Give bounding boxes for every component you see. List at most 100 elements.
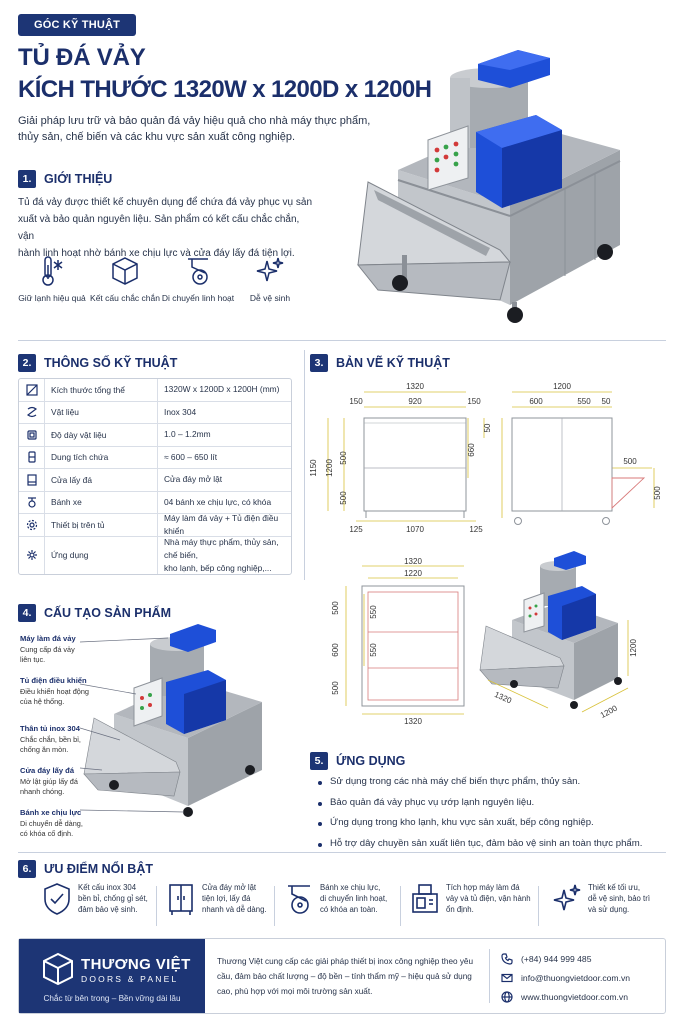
dim-label: 500 [331, 681, 340, 695]
callout-title: Cửa đáy lấy đá [20, 766, 75, 775]
advantage-item: Tích hợp máy làm đá vảy và tủ điện, vận h… [410, 882, 531, 916]
callout-control-panel: Tủ điện điều khiển Điều khiển hoạt động … [20, 676, 115, 707]
callout-title: Máy làm đá vảy [20, 634, 76, 643]
page-title: TỦ ĐÁ VẢY [18, 44, 146, 71]
spec-key: Thiết bị trên tủ [45, 514, 158, 536]
lead-line: Giải pháp lưu trữ và bảo quản đá vảy hiệ… [18, 115, 371, 127]
application-list: Sử dụng trong các nhà máy chế biến thực … [318, 776, 668, 858]
dim-label: 1320 [493, 690, 513, 706]
section-heading: CẤU TẠO SẢN PHẨM [44, 606, 172, 620]
hero-product-image [356, 50, 621, 323]
advantage-text: ổn định. [446, 905, 474, 914]
sparkle-icon [256, 257, 284, 282]
spec-key: Kích thước tổng thể [45, 379, 158, 401]
spec-value-line: kho lạnh, bếp công nghiệp,... [164, 562, 272, 573]
spec-value: Nhà máy thực phẩm, thủy sản, chế biến, k… [158, 537, 291, 574]
material-icon [26, 407, 37, 418]
callout-text: có khóa cố định. [20, 829, 74, 838]
callout-bottom-door: Cửa đáy lấy đá Mở lật giúp lấy đá nhanh … [20, 766, 115, 797]
spec-value: 1320W x 1200D x 1200H (mm) [164, 384, 280, 395]
footer: THƯƠNG VIỆT DOORS & PANEL Chắc từ bên tr… [18, 938, 666, 1014]
callout-text: Cung cấp đá vảy [20, 645, 75, 654]
dim-label: 500 [653, 486, 662, 500]
intro-line: hành linh hoạt nhờ bánh xe chịu lực và c… [18, 248, 295, 259]
spec-key: Vật liệu [45, 401, 158, 423]
spec-row: Cửa lấy đá Cửa đáy mở lật [19, 469, 291, 492]
application-icon [26, 550, 37, 560]
section-specs-title: 2. THÔNG SỐ KỸ THUẬT [18, 354, 177, 372]
email-icon [501, 973, 513, 983]
front-view-drawing: 1320 150 920 150 1150 1200 500 500 660 5… [309, 382, 492, 534]
divider [18, 852, 666, 853]
box-structure-icon [112, 257, 138, 285]
application-item: Hỗ trợ dây chuyền sản xuất liên tục, đảm… [318, 838, 668, 859]
callout-text: Chắc chắn, bền bỉ, [20, 735, 81, 744]
dim-label: 550 [369, 643, 378, 657]
feature-label: Di chuyển linh hoạt [161, 293, 235, 303]
website-url: www.thuongvietdoor.com.vn [521, 992, 629, 1002]
section-number: 1. [18, 170, 36, 188]
advantage-text: nhanh và dễ dàng. [202, 905, 267, 914]
advantage-text: di chuyển linh hoạt, [320, 894, 388, 903]
section-heading: THÔNG SỐ KỸ THUẬT [44, 356, 178, 370]
email-address: info@thuongvietdoor.com.vn [521, 973, 631, 983]
spec-row: Ứng dụng Nhà máy thực phẩm, thủy sản, ch… [19, 536, 291, 574]
dim-label: 1320 [404, 717, 422, 726]
about-line: Thương Việt cung cấp các giải pháp thiết… [217, 957, 474, 966]
capacity-icon [27, 451, 36, 463]
dim-label: 125 [469, 525, 483, 534]
contact-website[interactable]: www.thuongvietdoor.com.vn [501, 991, 628, 1003]
spec-row: Thiết bị trên tủ Máy làm đá vảy + Tủ điệ… [19, 513, 291, 537]
machine-icon [412, 884, 438, 913]
advantage-text: Thiết kế tối ưu, [588, 883, 641, 892]
spec-key: Dung tích chứa [45, 446, 158, 468]
company-about: Thương Việt cung cấp các giải pháp thiết… [217, 954, 481, 999]
advantage-item: Cửa đáy mở lật tiện lợi, lấy đá nhanh và d… [166, 882, 267, 916]
advantage-text: đảm bảo vệ sinh. [78, 905, 138, 914]
brand-sub: DOORS & PANEL [81, 974, 179, 984]
callout-title: Bánh xe chịu lực [20, 808, 82, 817]
dim-label: 150 [349, 397, 363, 406]
advantage-text: Bánh xe chịu lực, [320, 883, 381, 892]
section-number: 5. [310, 752, 328, 770]
dim-label: 550 [577, 397, 591, 406]
section-application-title: 5. ỨNG DỤNG [310, 752, 405, 770]
dim-label: 125 [349, 525, 363, 534]
feature-item: Giữ lạnh hiệu quả [12, 255, 92, 303]
contact-email[interactable]: info@thuongvietdoor.com.vn [501, 972, 630, 984]
phone-number: (+84) 944 999 485 [521, 954, 592, 964]
spec-key: Ứng dụng [45, 536, 158, 574]
advantage-text: vảy và tủ điện, vận hành [446, 894, 531, 903]
advantage-text: dễ vệ sinh, bảo trì [588, 894, 650, 903]
dim-label: 1320 [406, 382, 424, 391]
dim-label: 600 [529, 397, 543, 406]
top-view-drawing: 1320 1220 500 600 500 550 550 1320 [331, 557, 465, 726]
dim-label: 920 [408, 397, 422, 406]
section-number: 6. [18, 860, 36, 878]
feature-item: Kết cấu chắc chắn [85, 255, 165, 303]
feature-item: Di chuyển linh hoạt [158, 255, 238, 303]
dim-label: 600 [331, 643, 340, 657]
dim-label: 550 [369, 605, 378, 619]
divider [304, 350, 305, 580]
section-intro-title: 1. GIỚI THIỆU [18, 170, 112, 188]
lead-text: Giải pháp lưu trữ và bảo quản đá vảy hiệ… [18, 113, 373, 145]
feature-item: Dễ vệ sinh [230, 255, 310, 303]
spec-row: Bánh xe 04 bánh xe chịu lực, có khóa [19, 491, 291, 514]
dim-label: 1200 [553, 382, 571, 391]
advantage-text: tiện lợi, lấy đá [202, 894, 251, 903]
advantage-text: Tích hợp máy làm đá [446, 883, 520, 892]
dim-label: 1070 [406, 525, 424, 534]
dim-label: 500 [623, 457, 637, 466]
dim-label: 50 [483, 423, 492, 432]
section-tag: GÓC KỸ THUẬT [18, 14, 136, 36]
advantage-text: Cửa đáy mở lật [202, 883, 257, 892]
section-structure-title: 4. CẤU TẠO SẢN PHẨM [18, 604, 171, 622]
spec-row: Dung tích chứa ≈ 600 – 650 lít [19, 446, 291, 469]
callout-wheels: Bánh xe chịu lực Di chuyển dễ dàng, có k… [20, 808, 115, 839]
contact-phone[interactable]: (+84) 944 999 485 [501, 953, 591, 965]
spec-row: Kích thước tổng thể 1320W x 1200D x 1200… [19, 379, 291, 402]
divider [274, 886, 275, 926]
spec-value: 04 bánh xe chịu lực, có khóa [164, 496, 272, 507]
